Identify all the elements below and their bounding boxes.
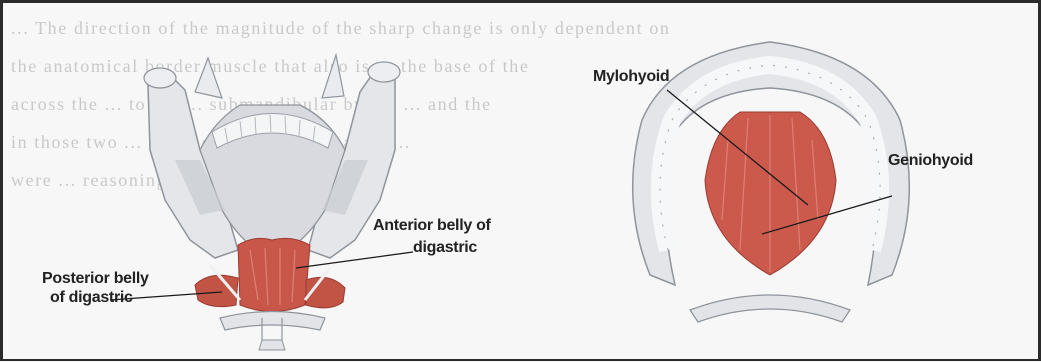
label-geniohyoid: Geniohyoid — [888, 152, 973, 170]
label-anterior-belly: Anterior belly of digastric — [373, 215, 491, 259]
label-posterior-belly-line2: of digastric — [42, 288, 149, 307]
label-anterior-belly-line2: digastric — [373, 237, 491, 259]
label-anterior-belly-line1: Anterior belly of — [373, 215, 491, 237]
label-posterior-belly-line1: Posterior belly — [42, 269, 149, 288]
label-posterior-belly: Posterior belly of digastric — [42, 269, 149, 307]
mandible-front-view — [144, 55, 413, 350]
floor-of-mouth-view — [633, 42, 910, 322]
label-mylohyoid: Mylohyoid — [593, 68, 669, 86]
